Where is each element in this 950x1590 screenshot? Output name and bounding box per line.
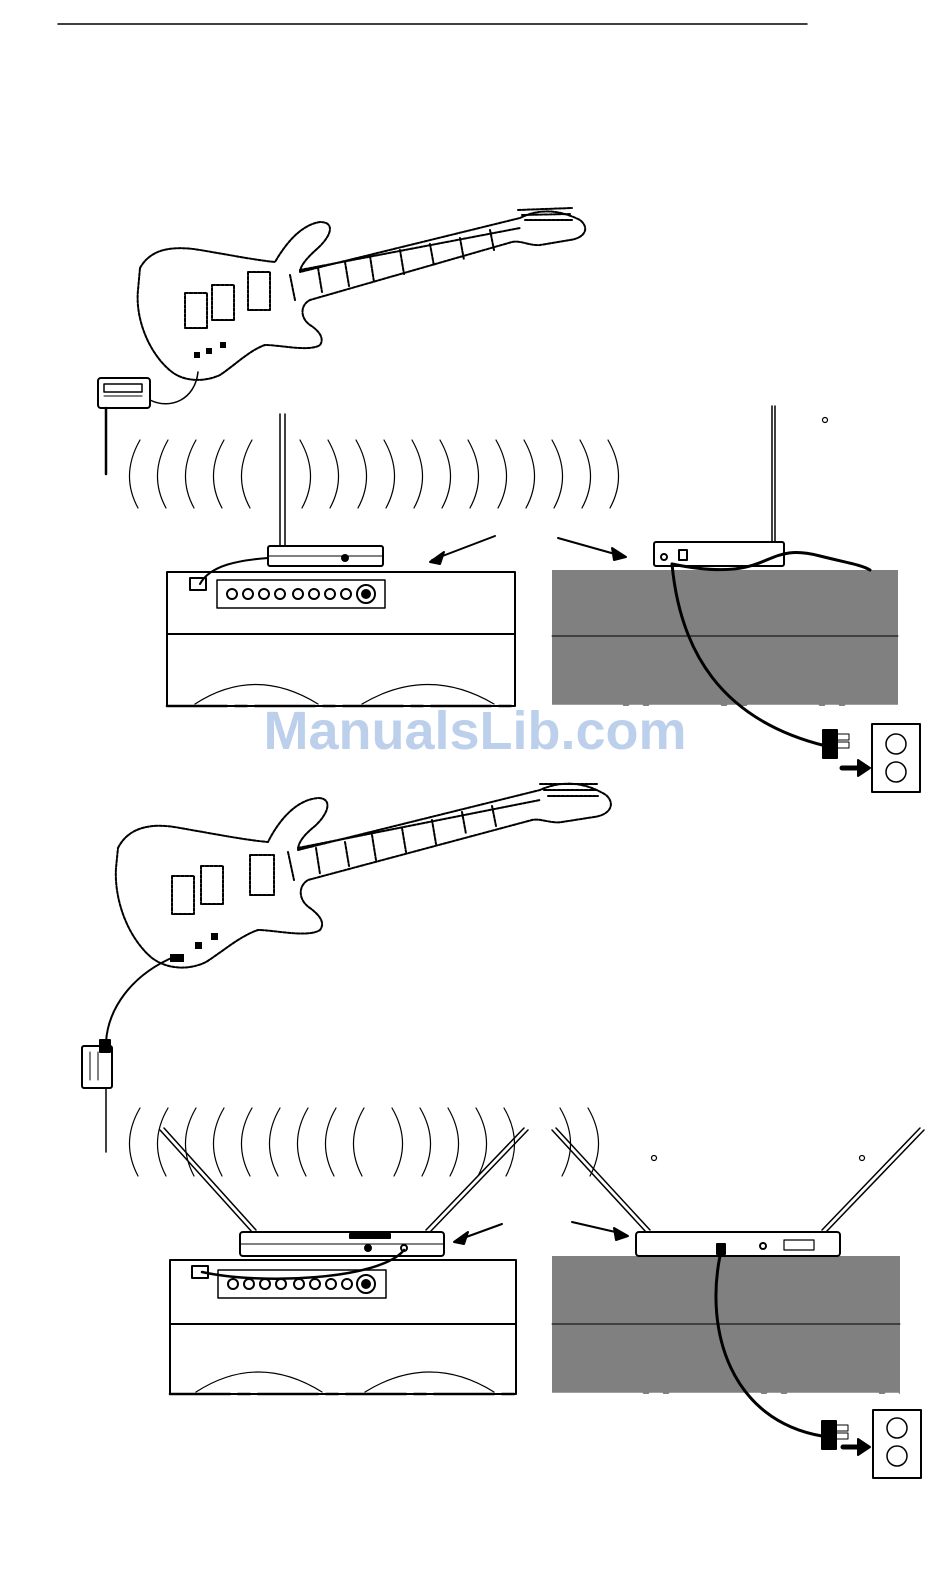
dark-cabinet-2 [552,1128,924,1436]
wall-outlet-2 [822,1410,921,1478]
watermark-text: ManualsLib.com [0,700,950,762]
figure-dual-antenna [82,784,924,1478]
guitar-1 [138,208,586,380]
guitar-amplifier-1 [167,572,515,706]
arrows-1 [430,536,626,564]
guitar-2-controls [170,933,218,962]
arrows-2 [454,1222,628,1244]
receiver-on-amp-1 [200,414,383,584]
dual-receiver-on-amp [160,1128,528,1279]
guitar-amplifier-2 [170,1260,516,1394]
radio-waves-1 [129,440,618,508]
radio-waves-2 [129,1108,598,1176]
dark-cabinet-1 [552,406,898,746]
bodypack-transmitter-1 [98,372,198,474]
bodypack-transmitter-2 [82,956,176,1152]
guitar-1-controls [194,342,226,358]
guitar-2 [116,784,611,968]
